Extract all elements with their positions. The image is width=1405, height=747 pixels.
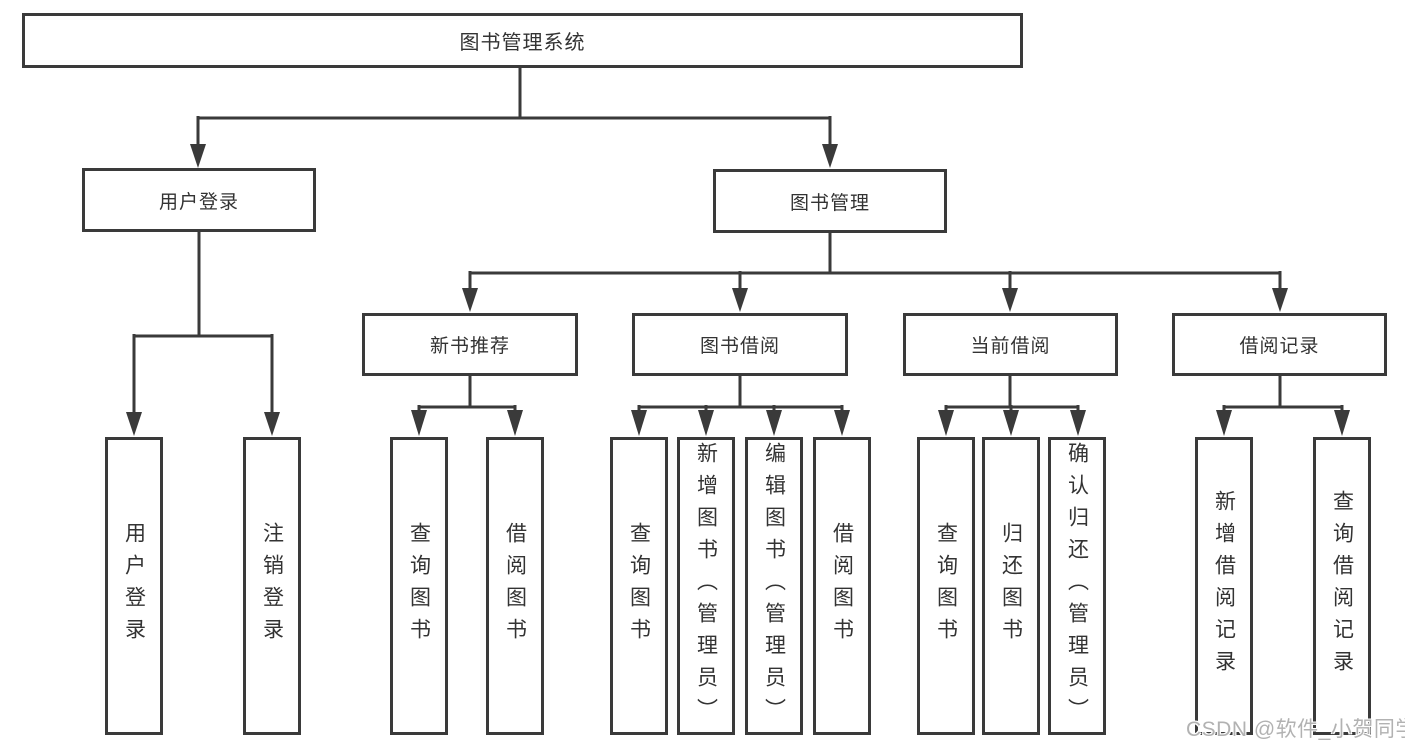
connector-book-management-to-level3 [462, 233, 1288, 312]
leaf-borrow-add-book: 新增图书（管理员） [677, 437, 735, 735]
leaf-borrow-edit-book-label: 编辑图书（管理员） [762, 442, 786, 730]
node-new-book-recommend: 新书推荐 [362, 313, 578, 376]
connector-book-borrow-to-leaves [631, 376, 850, 436]
leaf-borrow-borrow-book-label: 借阅图书 [830, 522, 854, 650]
node-borrow-records-label: 借阅记录 [1239, 336, 1320, 357]
leaf-records-add-record-label: 新增借阅记录 [1212, 490, 1236, 682]
leaf-records-add-record: 新增借阅记录 [1195, 437, 1253, 735]
node-current-borrow-label: 当前借阅 [970, 336, 1051, 357]
leaf-current-return-book: 归还图书 [982, 437, 1040, 735]
connector-user-login-to-leaves [126, 232, 280, 436]
node-root-label: 图书管理系统 [459, 32, 586, 54]
node-book-borrow: 图书借阅 [632, 313, 848, 376]
leaf-current-confirm-return: 确认归还（管理员） [1048, 437, 1106, 735]
connector-borrow-records-to-leaves [1216, 376, 1350, 436]
leaf-recommend-query-book: 查询图书 [390, 437, 448, 735]
node-user-login: 用户登录 [82, 168, 316, 232]
node-book-management-label: 图书管理 [789, 192, 870, 214]
node-borrow-records: 借阅记录 [1172, 313, 1387, 376]
csdn-watermark: CSDN @软件_小贺同学 [1186, 718, 1405, 741]
leaf-borrow-add-book-label: 新增图书（管理员） [694, 442, 718, 730]
leaf-current-query-book-label: 查询图书 [934, 522, 958, 650]
node-root: 图书管理系统 [22, 13, 1023, 68]
leaf-user-login-label: 用户登录 [122, 522, 146, 650]
leaf-records-query-record-label: 查询借阅记录 [1330, 490, 1354, 682]
leaf-current-confirm-return-label: 确认归还（管理员） [1065, 442, 1089, 730]
node-book-borrow-label: 图书借阅 [699, 336, 780, 357]
leaf-current-query-book: 查询图书 [917, 437, 975, 735]
connector-root-to-level2 [190, 68, 838, 168]
node-book-management: 图书管理 [713, 169, 947, 233]
connector-current-borrow-to-leaves [938, 376, 1086, 436]
connector-new-book-recommend-to-leaves [411, 376, 523, 436]
leaf-borrow-borrow-book: 借阅图书 [813, 437, 871, 735]
leaf-current-return-book-label: 归还图书 [999, 522, 1023, 650]
node-new-book-recommend-label: 新书推荐 [429, 336, 510, 357]
leaf-records-query-record: 查询借阅记录 [1313, 437, 1371, 735]
leaf-logout-label: 注销登录 [260, 522, 284, 650]
leaf-borrow-query-book-label: 查询图书 [627, 522, 651, 650]
leaf-recommend-borrow-book-label: 借阅图书 [503, 522, 527, 650]
leaf-borrow-edit-book: 编辑图书（管理员） [745, 437, 803, 735]
leaf-logout: 注销登录 [243, 437, 301, 735]
node-user-login-label: 用户登录 [158, 191, 239, 213]
node-current-borrow: 当前借阅 [903, 313, 1118, 376]
leaf-borrow-query-book: 查询图书 [610, 437, 668, 735]
leaf-recommend-borrow-book: 借阅图书 [486, 437, 544, 735]
leaf-user-login: 用户登录 [105, 437, 163, 735]
leaf-recommend-query-book-label: 查询图书 [407, 522, 431, 650]
